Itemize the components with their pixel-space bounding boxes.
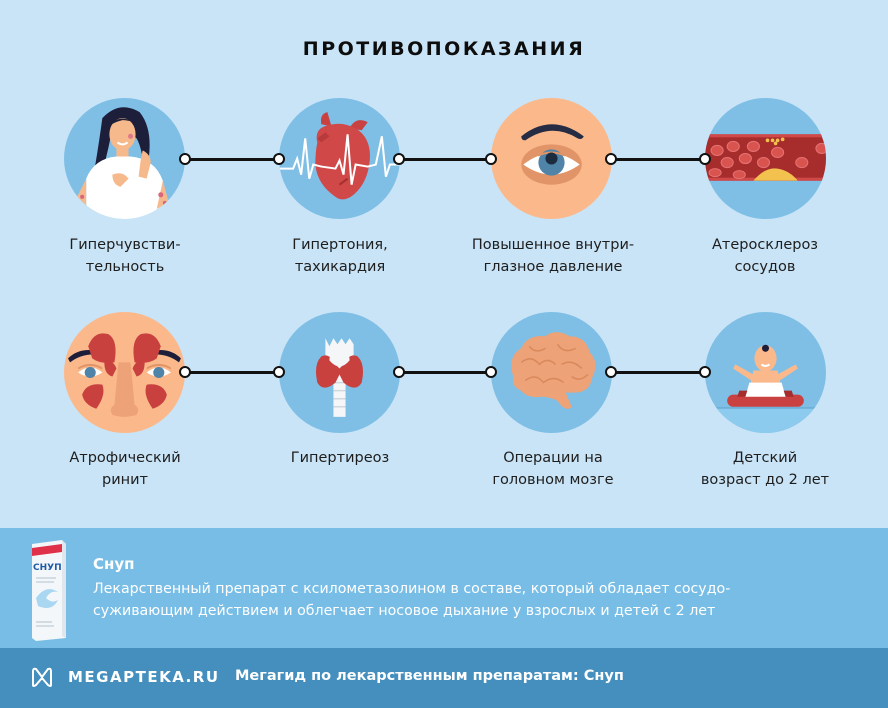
label-hyperthyroidism: Гипертиреоз — [290, 450, 390, 466]
page-title: ПРОТИВОПОКАЗАНИЯ — [302, 38, 586, 60]
label-child-age: Детский возраст до 2 лет — [700, 450, 830, 488]
connector-node — [605, 366, 617, 378]
icon-circle-hypersensitivity — [64, 98, 185, 219]
connector-line — [611, 158, 705, 161]
brain-icon — [491, 312, 612, 433]
icon-circle-atrophic-rhinitis — [64, 312, 185, 433]
connector-node — [393, 153, 405, 165]
label-brain-surgery: Операции на головном мозге — [492, 450, 614, 488]
connector-line — [399, 158, 491, 161]
product-info-band: СНУП Снуп Лекарственный препарат с ксило… — [0, 528, 888, 648]
connector-node — [273, 153, 285, 165]
footer-band: MEGAPTEKA.RU Мегагид по лекарственным пр… — [0, 648, 888, 708]
sinus-face-icon — [64, 312, 185, 433]
connector-line — [611, 371, 705, 374]
icon-circle-atherosclerosis — [705, 98, 826, 219]
connector-node — [699, 153, 711, 165]
heart-pulse-icon — [279, 98, 400, 219]
icon-circle-eye-pressure — [491, 98, 612, 219]
connector-node — [179, 153, 191, 165]
connector-line — [185, 158, 279, 161]
product-name: Снуп — [93, 555, 135, 573]
blood-vessel-plaque-icon — [705, 98, 826, 219]
connector-node — [699, 366, 711, 378]
footer-caption: Мегагид по лекарственным препаратам: Сну… — [235, 668, 624, 684]
eye-icon — [491, 98, 612, 219]
connector-node — [393, 366, 405, 378]
connector-line — [185, 371, 279, 374]
megapteka-logo-text[interactable]: MEGAPTEKA.RU — [68, 668, 220, 686]
icon-circle-child-age — [705, 312, 826, 433]
connector-node — [179, 366, 191, 378]
connector-node — [605, 153, 617, 165]
connector-node — [485, 153, 497, 165]
connector-node — [485, 366, 497, 378]
connector-node — [273, 366, 285, 378]
label-atrophic-rhinitis: Атрофический ринит — [69, 450, 181, 488]
contraindications-grid: Гиперчувстви- тельность Гипертония, тахи… — [64, 98, 830, 488]
baby-icon — [705, 312, 826, 433]
product-package-image: СНУП — [28, 538, 68, 641]
product-description: Лекарственный препарат с ксилометазолино… — [93, 581, 731, 619]
icon-circle-hyperthyroidism — [279, 312, 400, 433]
megapteka-logo-icon — [32, 667, 52, 687]
label-atherosclerosis: Атеросклероз сосудов — [711, 237, 819, 275]
svg-text:СНУП: СНУП — [33, 563, 62, 573]
icon-circle-hypertension — [279, 98, 400, 219]
allergic-woman-icon — [64, 98, 185, 219]
label-eye-pressure: Повышенное внутри- глазное давление — [471, 237, 635, 275]
thyroid-icon — [279, 312, 400, 433]
label-hypersensitivity: Гиперчувстви- тельность — [69, 237, 181, 275]
label-hypertension: Гипертония, тахикардия — [292, 237, 388, 275]
icon-circle-brain-surgery — [491, 312, 612, 433]
connector-line — [399, 371, 491, 374]
